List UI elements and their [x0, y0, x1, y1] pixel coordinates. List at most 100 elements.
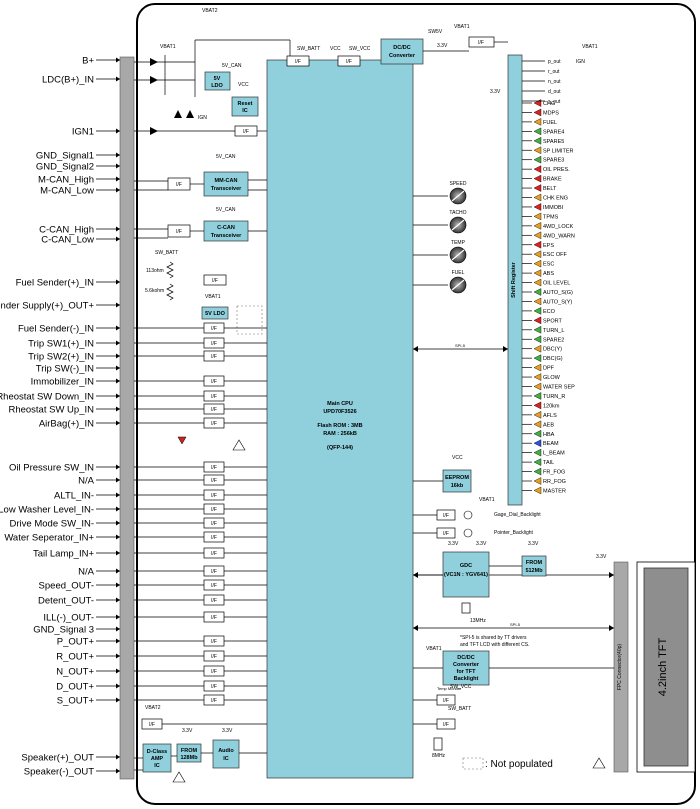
left-pin-arrow	[116, 187, 120, 193]
left-pin-arrow	[116, 236, 120, 242]
left-pin-arrow	[116, 378, 120, 384]
c-can-if: I/F	[176, 229, 182, 235]
indicator-led	[533, 335, 542, 344]
indicator-label: SPARE3	[543, 158, 564, 164]
indicator-label: ESC	[543, 262, 554, 268]
indicator-led	[533, 373, 542, 381]
left-pin-arrow	[116, 477, 120, 483]
left-pin-label: Rheostat SW Up_IN	[8, 405, 94, 416]
ldo-5v-label-1: 5V	[214, 76, 221, 82]
gdc-33v-2: 3.3V	[476, 541, 487, 547]
left-pin-arrow	[116, 492, 120, 498]
left-pin-label: Tail Lamp_IN+	[33, 549, 94, 560]
if-block-label: I/F	[211, 407, 217, 413]
left-pin-arrow	[116, 534, 120, 540]
ign-right-label: IGN	[576, 59, 585, 65]
audio-ic-label-2: IC	[223, 756, 229, 762]
vcc-reset-label: VCC	[238, 82, 249, 88]
spi-label-1: SPI-5	[455, 343, 466, 348]
left-pin-label: Trip SW1(+)_IN	[28, 339, 94, 350]
indicator-label: HBA	[543, 432, 555, 438]
left-pin-arrow	[116, 406, 120, 412]
vbat1-label: VBAT1	[160, 44, 176, 50]
indicator-label: ABS	[543, 271, 554, 277]
ldo-5v	[204, 71, 231, 91]
left-pin-label: Water Seperator_IN+	[4, 533, 94, 544]
spi-note-1: *SPI-5 is shared by TT drivers	[460, 635, 527, 641]
indicator-label: SPARE2	[543, 337, 564, 343]
if-block-label: I/F	[211, 341, 217, 347]
left-pin-arrow	[116, 506, 120, 512]
if-block-label: I/F	[211, 521, 217, 527]
vbat1-top-label: VBAT1	[454, 24, 470, 30]
mm-can-if: I/F	[176, 182, 182, 188]
indicator-label: SPARE4	[543, 129, 564, 135]
vbat1-fuel-label: VBAT1	[205, 294, 221, 300]
legend-triangle	[592, 757, 606, 769]
left-pin-arrow	[116, 683, 120, 689]
indicator-led	[533, 250, 542, 259]
gdc	[442, 551, 490, 598]
left-pin-label: GND_Signal1	[36, 151, 94, 162]
r113-label: 113ohm	[146, 268, 164, 274]
indicator-led	[533, 382, 542, 391]
indicator-led	[533, 231, 542, 240]
tft-display	[643, 567, 689, 767]
indicator-led	[533, 193, 542, 202]
left-pin-label: Speed_OUT-	[39, 581, 94, 592]
indicator-led	[533, 458, 542, 466]
indicator-led	[533, 363, 542, 372]
indicator-label: AUTO_S(Y)	[543, 299, 572, 305]
dclass-label-2: AMP	[151, 756, 164, 762]
if-block-label: I/F	[211, 615, 217, 621]
left-pin-list: B+LDC(B+)_INIGN1GND_Signal1GND_Signal2M-…	[0, 56, 120, 778]
cpu-line-1: Main CPU	[327, 401, 353, 407]
gdc-label-2: (VC1N : YGV641)	[444, 572, 488, 578]
dcdc-tft-label-2: Converter	[453, 662, 480, 668]
vcc-label: VCC	[330, 46, 341, 52]
cpu-line-5: (QFP-144)	[327, 445, 353, 451]
shift-output-label: n_out	[548, 79, 561, 85]
left-pin-arrow	[116, 302, 120, 308]
indicator-led	[533, 288, 542, 296]
indicator-led	[533, 477, 542, 485]
if-block-label: I/F	[211, 551, 217, 557]
from-128-label-2: 128Mb	[180, 755, 198, 761]
from-512-label-2: 512Mb	[525, 568, 543, 574]
indicator-label: MASTER	[543, 488, 566, 494]
sw-batt-label: SW_BATT	[297, 46, 320, 52]
left-pin-label: Immobilizer_IN	[31, 377, 94, 388]
c-can-5v: 5V_CAN	[216, 207, 236, 213]
dclass-amp	[142, 743, 172, 773]
left-pin-arrow	[116, 420, 120, 426]
if-block-label: I/F	[211, 684, 217, 690]
fuel-if: I/F	[212, 278, 218, 284]
left-pin-label: C-CAN_High	[39, 225, 94, 236]
pointer-backlight-label: Pointer_Backlight	[494, 530, 534, 536]
indicator-label: SPARE5	[543, 139, 564, 145]
indicator-led	[533, 392, 542, 400]
indicator-led	[533, 155, 542, 164]
cpu-line-3: Flash ROM : 3MB	[317, 423, 362, 429]
shift-output-label: r_out	[548, 69, 560, 75]
shift-register	[507, 54, 523, 506]
left-connector	[119, 56, 135, 780]
left-pin-label: Fuel Sender(-)_IN	[18, 324, 94, 335]
fpc-label: FPC Connector(40p)	[617, 644, 623, 690]
gdc-33v-1: 3.3V	[448, 541, 459, 547]
mm-can-label-1: MM-CAN	[215, 178, 238, 184]
if-block-label: I/F	[211, 669, 217, 675]
left-pin-label: C-CAN_Low	[41, 235, 94, 246]
left-pin-arrow	[116, 340, 120, 346]
left-pin-label: R_OUT+	[56, 652, 94, 663]
indicator-label: SPORT	[543, 318, 562, 324]
r56-label: 5.6kohm	[145, 288, 164, 294]
indicator-label: WATER SEP	[543, 385, 575, 391]
dclass-label-1: D-Class	[147, 749, 167, 755]
temp-monitor: Temp Monitor	[437, 686, 462, 691]
indicator-label: MDPS	[543, 110, 559, 116]
left-pin-label: Oil Pressure SW_IN	[9, 463, 94, 474]
indicator-led	[533, 222, 542, 230]
sw5v-label: SW5V	[428, 29, 443, 35]
